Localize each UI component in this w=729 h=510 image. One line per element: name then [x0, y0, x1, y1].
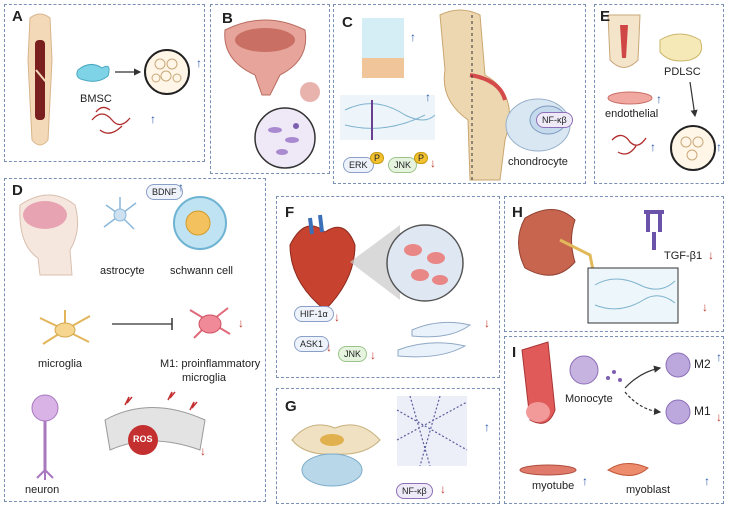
down-arrow-icon: ↓ — [708, 248, 714, 262]
down-arrow-icon: ↓ — [326, 340, 332, 354]
bmsc-label: BMSC — [80, 93, 112, 105]
down-arrow-icon: ↓ — [484, 316, 490, 330]
ask1-pill: ASK1 — [294, 336, 330, 352]
ros-label: ROS — [133, 434, 153, 444]
kidney-illustration — [518, 209, 576, 276]
label-a: A — [12, 8, 23, 25]
panel-e — [594, 4, 724, 184]
up-arrow-icon: ↑ — [716, 350, 722, 364]
label-b: B — [222, 10, 233, 27]
bone-illustration — [27, 13, 53, 146]
fiber-box-h — [587, 267, 679, 324]
phospho-badge-erk: P — [370, 152, 385, 164]
astrocyte-shape — [103, 197, 137, 230]
label-i: I — [512, 344, 517, 361]
up-arrow-icon: ↑ — [150, 112, 156, 126]
down-arrow-icon: ↓ — [716, 410, 722, 424]
heart-illustration — [289, 225, 356, 311]
knee-joint — [439, 9, 510, 181]
m1-label: M1 — [694, 404, 711, 418]
up-arrow-icon: ↑ — [484, 420, 490, 434]
phospho-badge-jnk: P — [414, 152, 429, 164]
m1-microglia-label-line2: microglia — [182, 372, 227, 384]
label-f: F — [285, 204, 295, 221]
m1-macrophage-shape — [665, 399, 691, 425]
m1-microglia-label-line1: M1: proinflammatory — [160, 358, 261, 370]
pdlsc-label: PDLSC — [664, 66, 701, 78]
panel-b — [210, 4, 330, 174]
m2-label: M2 — [694, 357, 711, 371]
nfkb-pill-g: NF-κβ — [396, 483, 433, 499]
fibroblast-shapes — [397, 321, 472, 358]
tgf-label: TGF-β1 — [664, 250, 703, 262]
m1-microglia-shape — [189, 307, 231, 339]
erk-pill: ERK — [343, 157, 374, 173]
up-arrow-icon: ↑ — [704, 474, 710, 488]
down-arrow-icon: ↓ — [430, 156, 436, 170]
up-arrow-icon: ↑ — [178, 180, 184, 194]
up-arrow-icon: ↑ — [196, 56, 202, 70]
bdnf-pill: BDNF — [146, 184, 183, 200]
pdlsc-cell-shape — [659, 33, 703, 62]
panel-g — [276, 388, 500, 504]
m2-macrophage-shape — [665, 352, 691, 378]
label-d: D — [12, 182, 23, 199]
hif-pill: HIF-1α — [294, 306, 334, 322]
chondrocyte-label: chondrocyte — [508, 156, 568, 168]
microglia-shape — [39, 310, 91, 345]
down-arrow-icon: ↓ — [334, 310, 340, 324]
monocyte-shape — [569, 355, 599, 385]
blood-vessels-e — [611, 134, 647, 155]
collagen-fibers-g — [397, 396, 467, 466]
up-arrow-icon: ↑ — [656, 92, 662, 106]
bone-matrix-circle-e — [670, 125, 716, 171]
microglia-label: microglia — [38, 358, 83, 370]
label-e: E — [600, 8, 611, 25]
label-h: H — [512, 204, 523, 221]
panel-f — [276, 196, 500, 378]
monocyte-label: Monocyte — [565, 393, 613, 405]
panel-d — [4, 178, 266, 502]
myoblast-shape — [607, 463, 649, 476]
myoblast-label: myoblast — [626, 484, 671, 496]
up-arrow-icon: ↑ — [650, 140, 656, 154]
panel-a — [4, 4, 205, 162]
neuron-label: neuron — [25, 484, 60, 496]
microbiota-circle — [254, 107, 316, 169]
jnk-pill: JNK — [388, 157, 418, 173]
jnk-pill-f: JNK — [338, 346, 368, 362]
blood-vessels-a — [91, 106, 131, 134]
down-arrow-icon: ↓ — [200, 444, 206, 458]
panel-i — [504, 336, 724, 504]
muscle-illustration — [521, 341, 556, 424]
up-arrow-icon: ↑ — [716, 140, 722, 154]
bmsc-cell-shape — [76, 64, 110, 82]
endothelial-label: endothelial — [605, 108, 659, 120]
down-arrow-icon: ↓ — [702, 300, 708, 314]
down-arrow-icon: ↓ — [238, 316, 244, 330]
up-arrow-icon: ↑ — [582, 474, 588, 488]
bone-matrix-circle — [144, 49, 190, 95]
astrocyte-label: astrocyte — [100, 265, 145, 277]
neuron-body — [31, 394, 59, 422]
panel-c — [333, 4, 586, 184]
down-arrow-icon: ↓ — [370, 348, 376, 362]
myotube-label: myotube — [532, 480, 575, 492]
panel-h — [504, 196, 724, 332]
cardiomyocyte-circle — [386, 224, 464, 302]
up-arrow-icon: ↑ — [410, 30, 416, 44]
label-g: G — [285, 398, 297, 415]
up-arrow-icon: ↑ — [425, 90, 431, 104]
nfkb-pill-c: NF-κβ — [536, 112, 573, 128]
tgf-receptor — [644, 210, 664, 250]
label-c: C — [342, 14, 353, 31]
down-arrow-icon: ↓ — [440, 482, 446, 496]
endothelial-cell-shape — [607, 91, 653, 105]
schwann-cell-label: schwann cell — [170, 265, 233, 277]
myotube-shape — [519, 464, 577, 476]
